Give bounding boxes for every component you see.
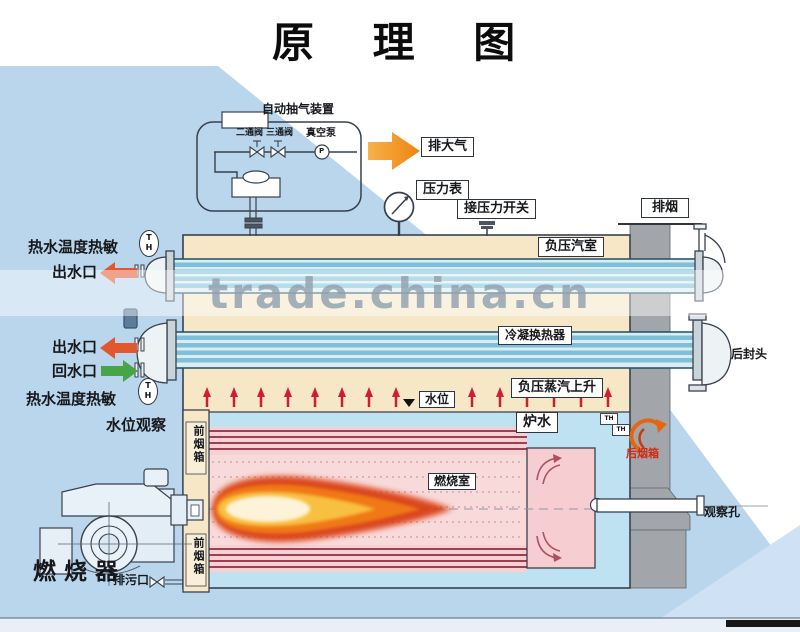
rear-smokebox-label: 后烟箱: [626, 447, 659, 460]
burner-machine: [39, 468, 204, 586]
pressure-gauge-symbol: [383, 191, 415, 236]
two-way-valve-label: 二通阀: [236, 128, 264, 138]
hot-water-sensor-top-label: 热水温度热敏: [28, 238, 119, 256]
exhaust-atmosphere-label: 排大气: [421, 137, 475, 158]
smoke-exhaust-label: 排烟: [641, 198, 690, 219]
hot-water-sensor-bottom-label: 热水温度热敏: [26, 390, 117, 408]
rear-smokebox-arrow: [629, 418, 667, 452]
condenser-label: 冷凝换热器: [498, 326, 573, 346]
pump-letter: P: [319, 147, 325, 155]
vacuum-pump-symbol: [314, 144, 330, 160]
return-port-label: 回水口: [52, 362, 98, 380]
gas-flow-arrows: [536, 454, 562, 562]
watermark-band: trade.china.cn: [0, 268, 800, 318]
burner-label: 燃烧器: [33, 559, 126, 585]
exhaust-arrow: [368, 132, 420, 170]
rear-head-label: 后封头: [731, 347, 768, 361]
outlet-mid-label: 出水口: [52, 338, 98, 356]
three-way-valve-label: 三通阀: [266, 128, 294, 138]
blowdown-valve: [149, 575, 183, 589]
return-arrow: [101, 360, 138, 382]
pressure-switch-label: 接压力开关: [457, 199, 537, 220]
th-box-2: TH: [612, 424, 630, 436]
water-level-marker: [403, 399, 415, 407]
water-level-observation-label: 水位观察: [106, 416, 167, 434]
vacuum-device: [196, 111, 362, 236]
vacuum-pump-label: 真空泵: [306, 128, 336, 139]
drain-outlet-label: 排污口: [113, 573, 150, 587]
outlet-top-arrow: [100, 262, 137, 284]
watermark-text: trade.china.cn: [208, 268, 592, 318]
outlet-mid-arrow: [100, 337, 137, 359]
page-title: 原 理 图: [272, 18, 538, 67]
pressure-gauge-label: 压力表: [416, 180, 470, 201]
auto-air-device-label: 自动抽气装置: [262, 102, 335, 116]
observation-hole-label: 观察孔: [704, 505, 741, 519]
port-arrows: [100, 262, 138, 382]
steam-chamber-label: 负压汽室: [538, 237, 605, 258]
front-smokebox-label-top: 前烟箱: [192, 425, 205, 464]
steam-rising-label: 负压蒸汽上升: [511, 378, 604, 399]
furnace-water-label: 炉水: [516, 412, 558, 434]
combustion-chamber-label: 燃烧室: [428, 473, 477, 491]
outlet-top-label: 出水口: [52, 263, 98, 281]
burner-flame: [212, 476, 452, 542]
water-level-label: 水位: [419, 391, 456, 409]
tube-bands: [174, 258, 697, 369]
pressure-switch-stub: [479, 221, 495, 236]
front-smokebox-label-bottom: 前烟箱: [192, 537, 205, 576]
observation-pipe: [589, 495, 768, 516]
th-box-1: TH: [600, 413, 618, 425]
